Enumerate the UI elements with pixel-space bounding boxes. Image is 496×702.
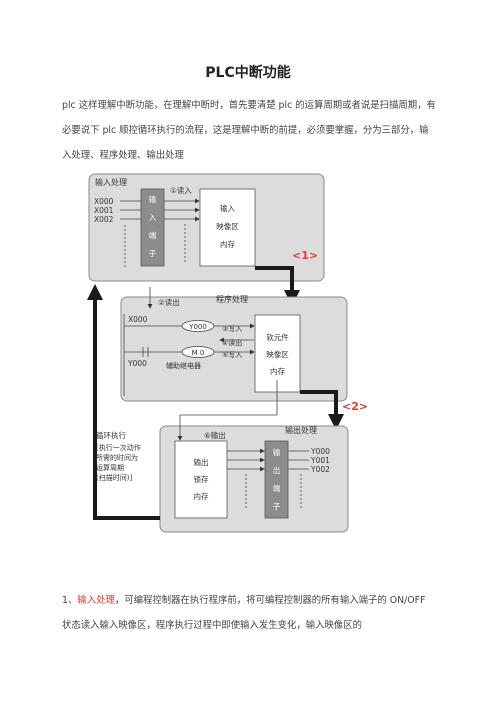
input-image-area (199, 188, 256, 267)
input-x001: X001 (94, 206, 114, 215)
page-title: PLC中断功能 (205, 65, 291, 81)
device-image-line-1: 软元件 (266, 332, 289, 342)
input-processing-block: 输入处理 X000 X001 X002 输 入 端 子 ①读入 输入 映像区 内… (88, 173, 325, 282)
step-write-5: ⑤写入 (222, 351, 242, 359)
loop-return: 循环执行 [执行一次动作 所需的时间为 运算周期 (扫描时间)] (87, 284, 160, 520)
latch-line-1: 输出 (194, 457, 209, 467)
input-image-line-1: 输入 (220, 203, 235, 213)
loop-note-3: 运算周期 (96, 463, 124, 472)
latch-line-3: 内存 (194, 491, 209, 501)
latch-line-2: 锁存 (194, 474, 209, 484)
coil-y000-label: Y000 (188, 323, 207, 331)
device-image-line-2: 映像区 (266, 349, 289, 359)
intro-paragraph: plc 这样理解中断功能，在理解中断时，首先要清楚 plc 的运算周期或者说是扫… (62, 100, 436, 161)
output-terminal-char-3: 端 (273, 483, 281, 493)
output-terminal-char-1: 输 (273, 447, 281, 457)
output-processing-block: ⑥输出 输出处理 输出 锁存 内存 输 出 端 子 Y000 Y001 Y002 (159, 380, 349, 533)
output-latch-memory (174, 440, 228, 519)
input-block-title: 输入处理 (95, 177, 127, 187)
output-terminal-char-4: 子 (273, 502, 281, 511)
step-read-4: ④读出 (222, 338, 242, 347)
marker-1: <1> (292, 249, 318, 262)
loop-note-4: (扫描时间)] (96, 473, 132, 482)
step-read-out: ②读出 (158, 297, 180, 307)
loop-note-2: 所需的时间为 (96, 453, 138, 462)
output-y000: Y000 (310, 447, 330, 456)
marker-2: <2> (342, 400, 368, 413)
input-terminal-char-2: 入 (149, 213, 157, 222)
loop-note-1: [执行一次动作 (96, 443, 141, 452)
program-block-title: 程序处理 (216, 294, 248, 304)
device-image-line-3: 内存 (270, 366, 285, 376)
output-terminal-char-2: 出 (273, 465, 281, 475)
output-terminal (264, 440, 289, 519)
input-image-line-3: 内存 (220, 239, 235, 249)
input-image-line-2: 映像区 (216, 221, 239, 231)
loop-title: 循环执行 (96, 430, 126, 440)
input-terminal (140, 188, 165, 267)
program-processing-block: ②读出 程序处理 X000 Y000 ③写入 ④读出 M 0 ⑤写入 Y000 … (120, 287, 348, 402)
input-terminal-char-1: 输 (149, 194, 157, 204)
input-x002: X002 (94, 215, 114, 224)
coil-m0-label: M 0 (192, 349, 205, 357)
input-x000: X000 (94, 197, 114, 206)
section-1-text: ，可编程控制器在执行程序前，将可编程控制器的所有输入端子的 ON/OFF 状态读… (62, 595, 426, 631)
device-image-area (254, 314, 301, 393)
contact-x000: X000 (128, 315, 148, 324)
section-1-highlight: 输入处理 (77, 595, 115, 606)
aux-relay-label: 辅助继电器 (166, 361, 201, 370)
input-terminal-char-3: 端 (149, 230, 157, 240)
section-1-paragraph: 1、输入处理，可编程控制器在执行程序前，将可编程控制器的所有输入端子的 ON/O… (62, 588, 437, 638)
output-y001: Y001 (310, 456, 330, 465)
output-y002: Y002 (310, 465, 330, 474)
section-1-number: 1、 (62, 595, 78, 606)
step-read-in: ①读入 (170, 185, 192, 195)
step-write-3: ③写入 (222, 325, 242, 333)
contact-y000: Y000 (127, 359, 147, 368)
input-terminal-char-4: 子 (149, 249, 157, 258)
output-block-title: 输出处理 (285, 425, 317, 435)
step-output: ⑥输出 (204, 430, 226, 440)
